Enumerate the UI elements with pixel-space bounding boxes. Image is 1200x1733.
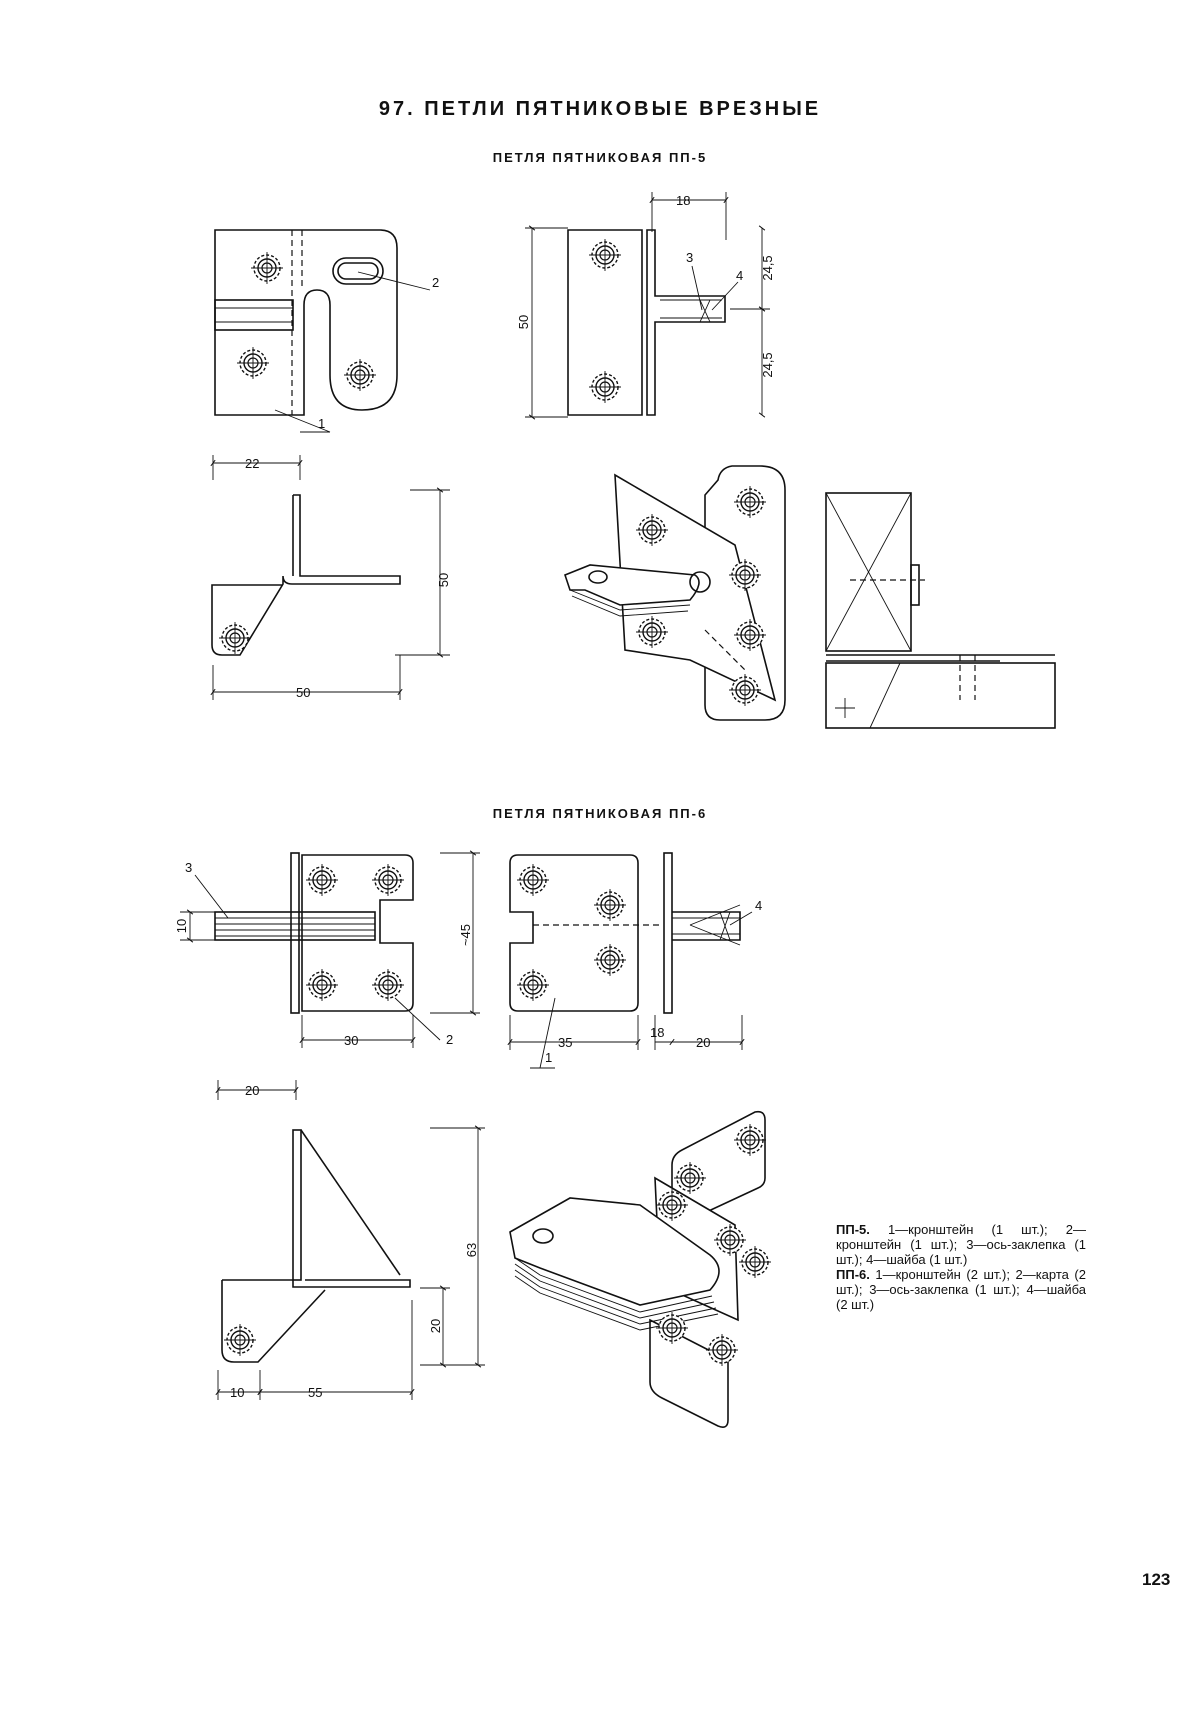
pp6-isometric-view xyxy=(509,1110,772,1428)
pp6-dim-20c: 20 xyxy=(428,1319,443,1333)
page-title: 97. ПЕТЛИ ПЯТНИКОВЫЕ ВРЕЗНЫЕ xyxy=(378,98,822,120)
subtitle-pp6: ПЕТЛЯ ПЯТНИКОВАЯ ПП-6 xyxy=(492,806,708,821)
pp5-label-3: 3 xyxy=(686,250,693,265)
pp6-label-4: 4 xyxy=(755,898,762,913)
pp6-front-view: 20 63 20 10 55 xyxy=(215,1080,485,1400)
pp5-plan-view: 2 1 xyxy=(214,229,439,433)
pp5-dim-24-5-top: 24,5 xyxy=(760,255,775,280)
pp5-dim-50-base: 50 xyxy=(296,685,310,700)
pp5-side-view: 50 18 24,5 24,5 3 4 xyxy=(516,192,775,420)
pp6-label-3: 3 xyxy=(185,860,192,875)
figure-caption: ПП-5. 1—кронштейн (1 шт.); 2—кронштейн (… xyxy=(836,1222,1086,1312)
pp6-dim-10: 10 xyxy=(174,919,189,933)
caption-pp5-text: 1—кронштейн (1 шт.); 2—кронштейн (1 шт.)… xyxy=(836,1222,1086,1267)
pp5-installation-view xyxy=(825,492,1056,729)
pp5-dim-18: 18 xyxy=(676,193,690,208)
pp5-dim-50-height: 50 xyxy=(516,315,531,329)
pp5-dim-22: 22 xyxy=(245,456,259,471)
caption-pp6-head: ПП-6. xyxy=(836,1267,870,1282)
pp6-label-1: 1 xyxy=(545,1050,552,1065)
subtitle-pp5: ПЕТЛЯ ПЯТНИКОВАЯ ПП-5 xyxy=(492,150,708,165)
pp5-label-2: 2 xyxy=(432,275,439,290)
pp5-label-4: 4 xyxy=(736,268,743,283)
pp5-label-1: 1 xyxy=(318,416,325,431)
pp5-front-view: 22 50 50 xyxy=(210,455,451,700)
pp5-dim-50-side: 50 xyxy=(436,573,451,587)
pp6-dim-18: 18 xyxy=(650,1025,664,1040)
pp6-dim-30: 30 xyxy=(344,1033,358,1048)
pp5-isometric-view xyxy=(564,465,786,721)
pp6-dim-20b: 20 xyxy=(245,1083,259,1098)
pp5-dim-24-5-bottom: 24,5 xyxy=(760,352,775,377)
pp6-dim-10b: 10 xyxy=(230,1385,244,1400)
pp6-dim-20a: 20 xyxy=(696,1035,710,1050)
pp6-label-2: 2 xyxy=(446,1032,453,1047)
caption-pp5-head: ПП-5. xyxy=(836,1222,870,1237)
pp6-dim-35: 35 xyxy=(558,1035,572,1050)
pp6-plan-left: 10 3 ~45 30 2 xyxy=(174,850,480,1048)
pp6-dim-45: ~45 xyxy=(458,924,473,946)
pp6-dim-63: 63 xyxy=(464,1243,479,1257)
caption-pp6-text: 1—кронштейн (2 шт.); 2—карта (2 шт.); 3—… xyxy=(836,1267,1086,1312)
pp6-plan-right: 4 35 18 20 1 xyxy=(507,852,762,1069)
page-number: 123 xyxy=(1142,1570,1171,1589)
pp6-dim-55: 55 xyxy=(308,1385,322,1400)
